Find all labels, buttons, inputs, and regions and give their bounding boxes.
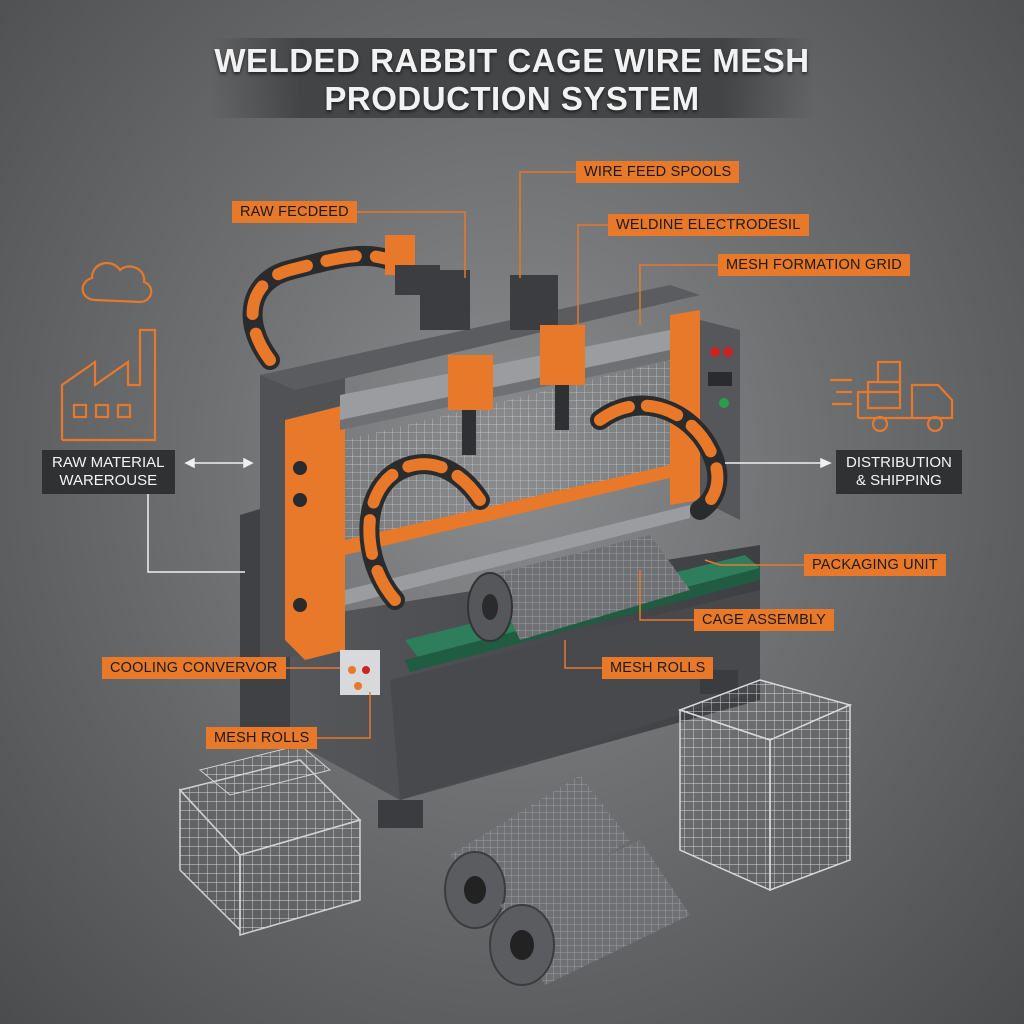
label-cooling-conveyor: COOLING CONVERVOR: [102, 657, 286, 679]
distribution-line-1: DISTRIBUTION: [846, 454, 952, 471]
delivery-truck-icon: [830, 360, 954, 433]
distribution-shipping-box: DISTRIBUTION & SHIPPING: [836, 450, 962, 494]
label-wire-feed-spools: WIRE FEED SPOOLS: [576, 161, 740, 183]
warehouse-line-2: WAREROUSE: [59, 472, 158, 489]
distribution-line-2: & SHIPPING: [855, 472, 942, 489]
top-frame: [260, 285, 700, 430]
label-cage-assembly: CAGE ASSEMBLY: [694, 609, 835, 631]
robot-arm-front: [359, 454, 490, 610]
control-box: [340, 650, 380, 695]
left-pillar: [260, 360, 345, 660]
factory-icon: [60, 261, 157, 442]
wire-cage-left: [178, 744, 362, 936]
label-packaging-unit: PACKAGING UNIT: [804, 554, 946, 576]
robot-arm-left: [242, 235, 440, 370]
label-mesh-rolls-center: MESH ROLLS: [602, 657, 714, 679]
leader-lines: [262, 171, 806, 739]
title-band: [210, 38, 814, 118]
mesh-roll-front: [489, 840, 690, 986]
label-raw-feed: RAW FECDEED: [232, 201, 357, 223]
label-mesh-rolls-left: MESH ROLLS: [206, 727, 318, 749]
robot-arm-right: [590, 395, 728, 520]
warehouse-line-1: RAW MATERIAL: [52, 454, 165, 471]
mesh-roll-back: [444, 775, 630, 929]
label-welding-electrodes: WELDINE ELECTRODESIL: [608, 214, 809, 236]
page-title: WELDED RABBIT CAGE WIRE MESH PRODUCTION …: [210, 42, 814, 118]
mesh-roll-machine: [467, 535, 690, 642]
flow-arrows: [147, 457, 832, 573]
welding-head-right: [510, 275, 585, 430]
raw-material-warehouse-box: RAW MATERIAL WAREROUSE: [42, 450, 175, 494]
title-line-2: PRODUCTION SYSTEM: [324, 80, 700, 117]
wire-cage-right: [677, 679, 853, 892]
label-mesh-formation-grid: MESH FORMATION GRID: [718, 254, 910, 276]
title-line-1: WELDED RABBIT CAGE WIRE MESH: [214, 42, 810, 79]
